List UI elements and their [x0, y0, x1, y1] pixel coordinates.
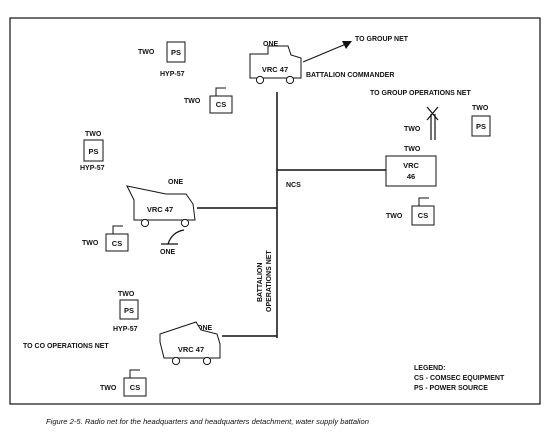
comsec-box: CS [209, 87, 233, 114]
ps-label: PS [124, 306, 134, 315]
figure-caption: Figure 2-5. Radio net for the headquarte… [46, 417, 369, 426]
comsec-box: CS [105, 225, 129, 252]
label-two-ps-left: TWO [85, 131, 102, 138]
comsec-box: CS [411, 197, 435, 226]
ps-label: PS [171, 48, 181, 57]
label-battalion-commander: BATTALION COMMANDER [306, 72, 394, 79]
cs-label: CS [130, 383, 140, 392]
label-battalion: BATTALION [257, 263, 264, 302]
radio-vrc46-box: VRC 46 [385, 155, 437, 187]
antenna-mount-icon [161, 229, 185, 245]
vrc47-label: VRC 47 [178, 345, 204, 354]
vrc46-label-line2: 46 [407, 172, 415, 181]
arrow-to-group-net [342, 41, 352, 49]
label-two-cs-right: TWO [386, 213, 403, 220]
label-one-commander: ONE [263, 41, 279, 48]
label-two-ps-right: TWO [472, 105, 489, 112]
power-source-box: PS [119, 299, 139, 320]
cs-label: CS [216, 100, 226, 109]
label-hyp57-left: HYP-57 [80, 165, 105, 172]
label-two-cs-top: TWO [184, 98, 201, 105]
label-to-co-operations-net: TO CO OPERATIONS NET [23, 343, 109, 350]
power-source-box: PS [83, 139, 104, 162]
label-two-antenna: TWO [404, 126, 421, 133]
label-operations-net: OPERATIONS NET [266, 250, 273, 312]
label-hyp57-top: HYP-57 [160, 71, 185, 78]
vrc47-label: VRC 47 [262, 65, 288, 74]
vrc47-label: VRC 47 [147, 205, 173, 214]
legend-title: LEGEND: [414, 365, 446, 372]
power-source-box: PS [471, 115, 491, 137]
label-to-group-operations-net: TO GROUP OPERATIONS NET [370, 90, 471, 97]
legend-cs: CS - COMSEC EQUIPMENT [414, 375, 505, 382]
antenna-icon [426, 106, 439, 140]
label-two-ps-bottom: TWO [118, 291, 135, 298]
label-two-cs-left: TWO [82, 240, 99, 247]
vehicle-vrc47-commander: VRC 47 [249, 45, 302, 85]
label-two-vrc46: TWO [404, 146, 421, 153]
power-source-box: PS [166, 41, 186, 63]
label-two-cs-bottom: TWO [100, 385, 117, 392]
label-to-group-net: TO GROUP NET [355, 36, 409, 43]
vehicle-vrc47-staff: VRC 47 [126, 185, 196, 228]
figure-frame [9, 17, 541, 405]
label-one-staff: ONE [168, 179, 184, 186]
cs-label: CS [112, 239, 122, 248]
vehicle-vrc47-co: VRC 47 [159, 321, 221, 366]
vrc46-label-line1: VRC [403, 161, 419, 170]
legend: LEGEND: CS - COMSEC EQUIPMENT PS - POWER… [414, 365, 505, 392]
label-hyp57-bottom: HYP-57 [113, 326, 138, 333]
legend-ps: PS - POWER SOURCE [414, 385, 488, 392]
cs-label: CS [418, 211, 428, 220]
label-one-antenna: ONE [160, 249, 176, 256]
label-one-co: ONE [197, 325, 213, 332]
label-ncs: NCS [286, 182, 301, 189]
ps-label: PS [476, 122, 486, 131]
ps-label: PS [88, 147, 98, 156]
label-two-ps-top: TWO [138, 49, 155, 56]
comsec-box: CS [123, 369, 147, 397]
